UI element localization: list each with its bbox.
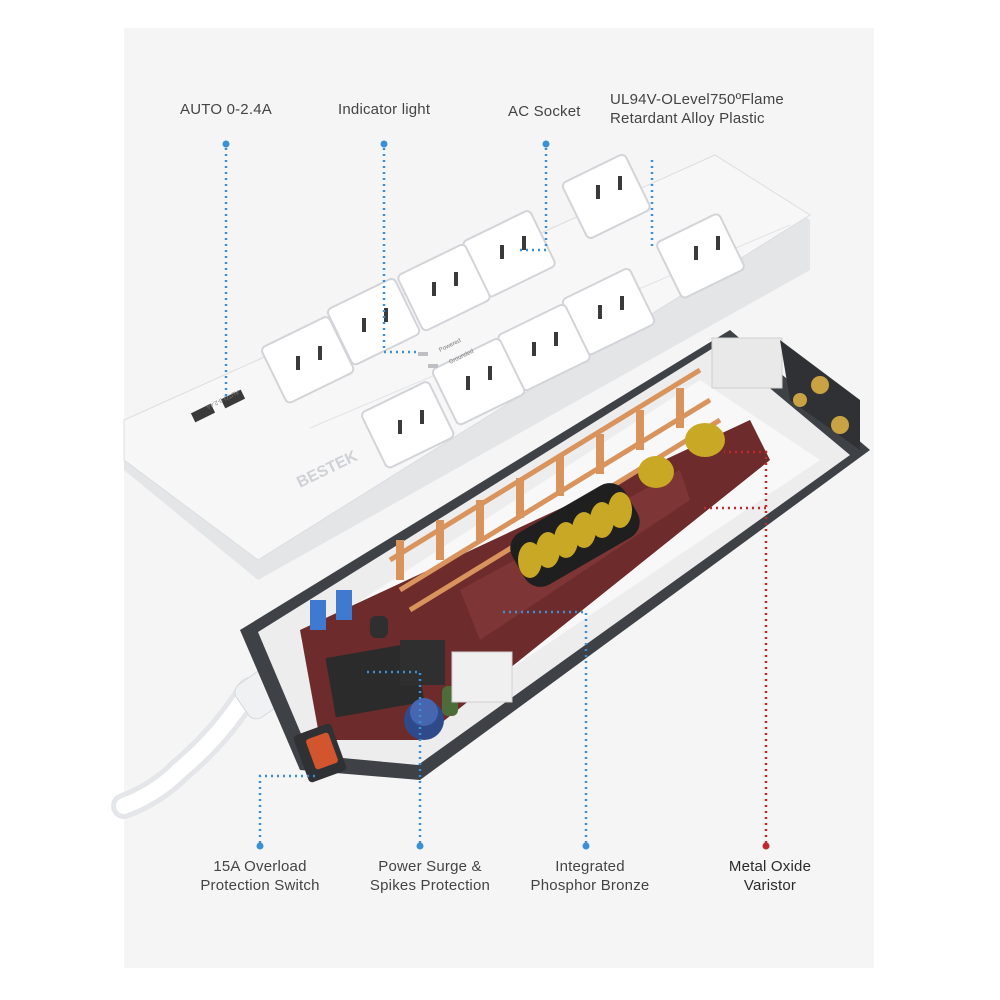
overload-switch [293,723,347,783]
usb-ports [190,389,246,423]
callout-overload-switch: 15A Overload Protection Switch [200,858,320,894]
outlet-prongs [296,176,720,434]
callout-lines-blue [224,148,654,843]
coax-connectors [711,337,860,450]
callout-surge-protection: Power Surge & Spikes Protection [369,858,491,894]
callout-line-red [700,450,770,850]
callout-ac-socket: AC Socket [508,103,581,120]
callout-metal-oxide-varistor: Metal Oxide Varistor [728,858,812,894]
indicator-lights [418,352,438,368]
power-cord [111,664,292,819]
surge-coil [510,483,640,587]
metal-oxide-varistors [638,423,725,488]
callout-dots-blue [222,140,590,850]
ac-outlets [261,153,745,469]
callout-indicator-light: Indicator light [338,101,431,118]
callout-phosphor-bronze: Integrated Phosphor Bronze [530,858,650,894]
callout-auto-usb: AUTO 0-2.4A [180,101,272,118]
callout-flame-retardant: UL94V-OLevel750ºFlame Retardant Alloy Pl… [610,91,784,127]
